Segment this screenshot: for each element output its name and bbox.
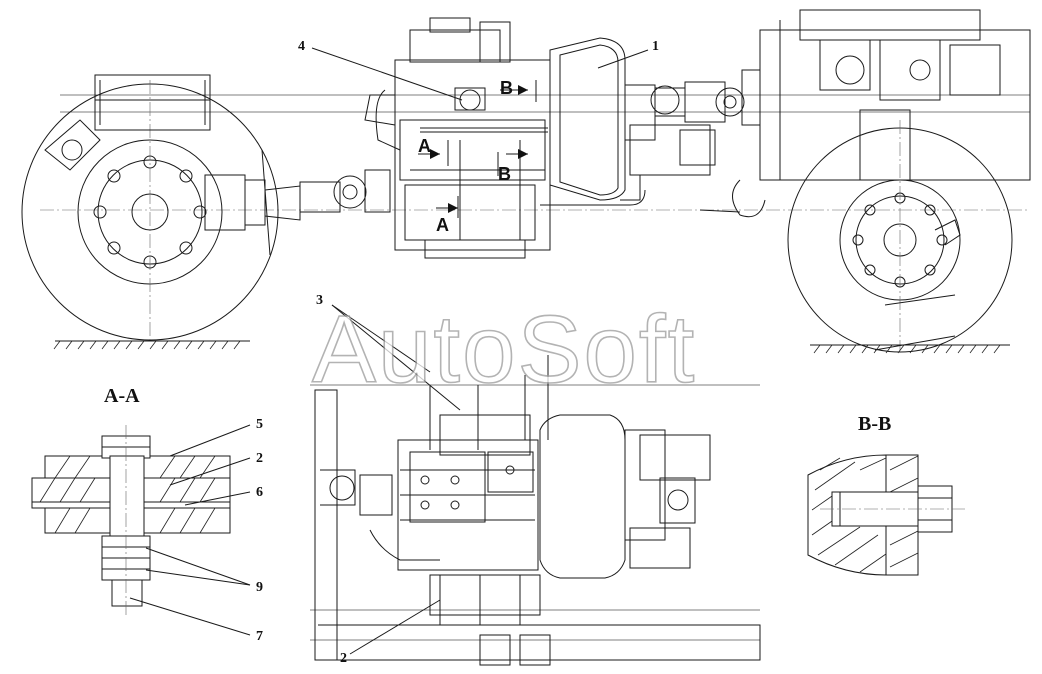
section-marker-a-upper: A [418,136,431,156]
callout-9: 9 [256,580,263,595]
callout-6: 6 [256,485,263,500]
section-marker-b-lower: B [498,164,511,184]
section-aa-title: A-A [104,385,140,407]
callout-7: 7 [256,629,263,644]
section-bb: B-B [807,413,965,576]
side-view [21,9,1031,354]
propeller-shaft-left [204,149,391,256]
callout-3: 3 [316,293,323,308]
callouts-top: 4 1 [298,39,659,101]
section-bb-title: B-B [858,413,891,435]
gearbox-body [364,17,551,259]
propeller-shaft-right [654,69,766,218]
section-aa: A-A 5 2 [31,385,263,644]
torque-converter [540,37,716,206]
callout-2-aa: 2 [256,451,263,466]
plan-view [310,355,761,666]
section-marker-b-upper: B [500,78,513,98]
callout-2-plan: 2 [340,651,347,666]
callout-1: 1 [652,39,659,54]
section-marker-a-lower: A [436,215,449,235]
section-marks-top: B A B A [418,78,537,235]
watermark: AutoSoft [312,296,696,403]
callout-4: 4 [298,39,305,54]
right-wheel [787,120,1013,353]
callout-5: 5 [256,417,263,432]
callouts-plan: 3 2 [316,293,461,666]
left-wheel [21,74,279,341]
